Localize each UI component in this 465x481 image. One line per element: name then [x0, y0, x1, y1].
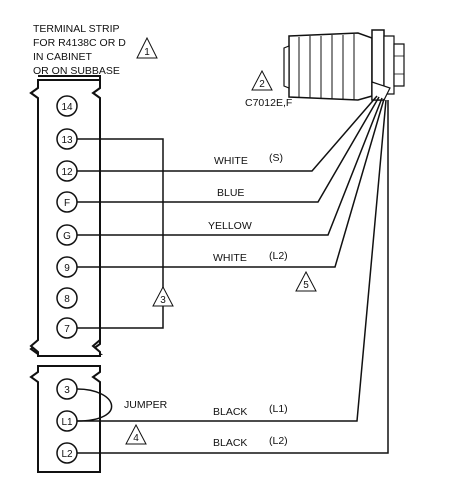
svg-text:12: 12	[61, 167, 73, 178]
svg-text:5: 5	[303, 280, 309, 291]
terminal-8: 8	[56, 287, 78, 309]
svg-text:2: 2	[259, 79, 265, 90]
wire-white-s	[77, 95, 378, 172]
label-blue: BLUE	[217, 187, 244, 199]
jumper-wire	[76, 388, 113, 422]
jumper-label: JUMPER	[124, 399, 168, 411]
label-white-l2-tag: (L2)	[269, 250, 288, 262]
note-2-triangle: 2	[251, 69, 273, 91]
svg-text:F: F	[64, 198, 70, 209]
svg-text:13: 13	[61, 135, 73, 146]
svg-text:L2: L2	[61, 449, 73, 460]
label-yellow: YELLOW	[208, 220, 252, 232]
wire-black-l1	[77, 99, 387, 422]
label-black-l2-color: BLACK	[213, 437, 247, 449]
note-4-triangle: 4	[125, 423, 147, 445]
terminal-3: 3	[56, 378, 78, 400]
title-line-3: IN CABINET	[33, 51, 93, 63]
svg-text:4: 4	[133, 433, 139, 444]
wire-13-to-7	[77, 138, 164, 329]
wire-black-l2	[77, 100, 389, 454]
terminal-12: 12	[56, 160, 78, 182]
svg-text:L1: L1	[61, 417, 73, 428]
note-5-triangle: 5	[295, 270, 317, 292]
label-white-s-tag: (S)	[269, 152, 283, 164]
svg-text:9: 9	[64, 263, 70, 274]
terminal-l1: L1	[56, 410, 78, 432]
device-label: C7012E,F	[245, 97, 292, 109]
title-line-1: TERMINAL STRIP	[33, 23, 120, 35]
svg-text:7: 7	[64, 324, 70, 335]
label-white-l2-color: WHITE	[213, 252, 247, 264]
svg-text:8: 8	[64, 294, 70, 305]
label-black-l1-tag: (L1)	[269, 403, 288, 415]
svg-text:3: 3	[160, 295, 166, 306]
svg-text:3: 3	[64, 385, 70, 396]
terminal-9: 9	[56, 256, 78, 278]
wire-blue	[77, 96, 380, 203]
wire-white-l2	[77, 98, 385, 268]
label-white-s-color: WHITE	[214, 155, 248, 167]
terminal-14: 14	[56, 95, 78, 117]
terminal-l2: L2	[56, 442, 78, 464]
terminal-g: G	[56, 224, 78, 246]
title-line-2: FOR R4138C OR D	[33, 37, 126, 49]
svg-text:G: G	[63, 231, 71, 242]
svg-text:1: 1	[144, 47, 150, 58]
svg-text:14: 14	[61, 102, 73, 113]
c7012-device	[283, 29, 405, 101]
note-3-triangle: 3	[152, 285, 174, 307]
wire-yellow	[77, 97, 383, 236]
label-black-l2-tag: (L2)	[269, 435, 288, 447]
terminal-13: 13	[56, 128, 78, 150]
terminal-f: F	[56, 191, 78, 213]
note-1-triangle: 1	[136, 36, 158, 59]
label-black-l1-color: BLACK	[213, 406, 247, 418]
terminal-7: 7	[56, 317, 78, 339]
title-line-4: OR ON SUBBASE	[33, 65, 120, 77]
